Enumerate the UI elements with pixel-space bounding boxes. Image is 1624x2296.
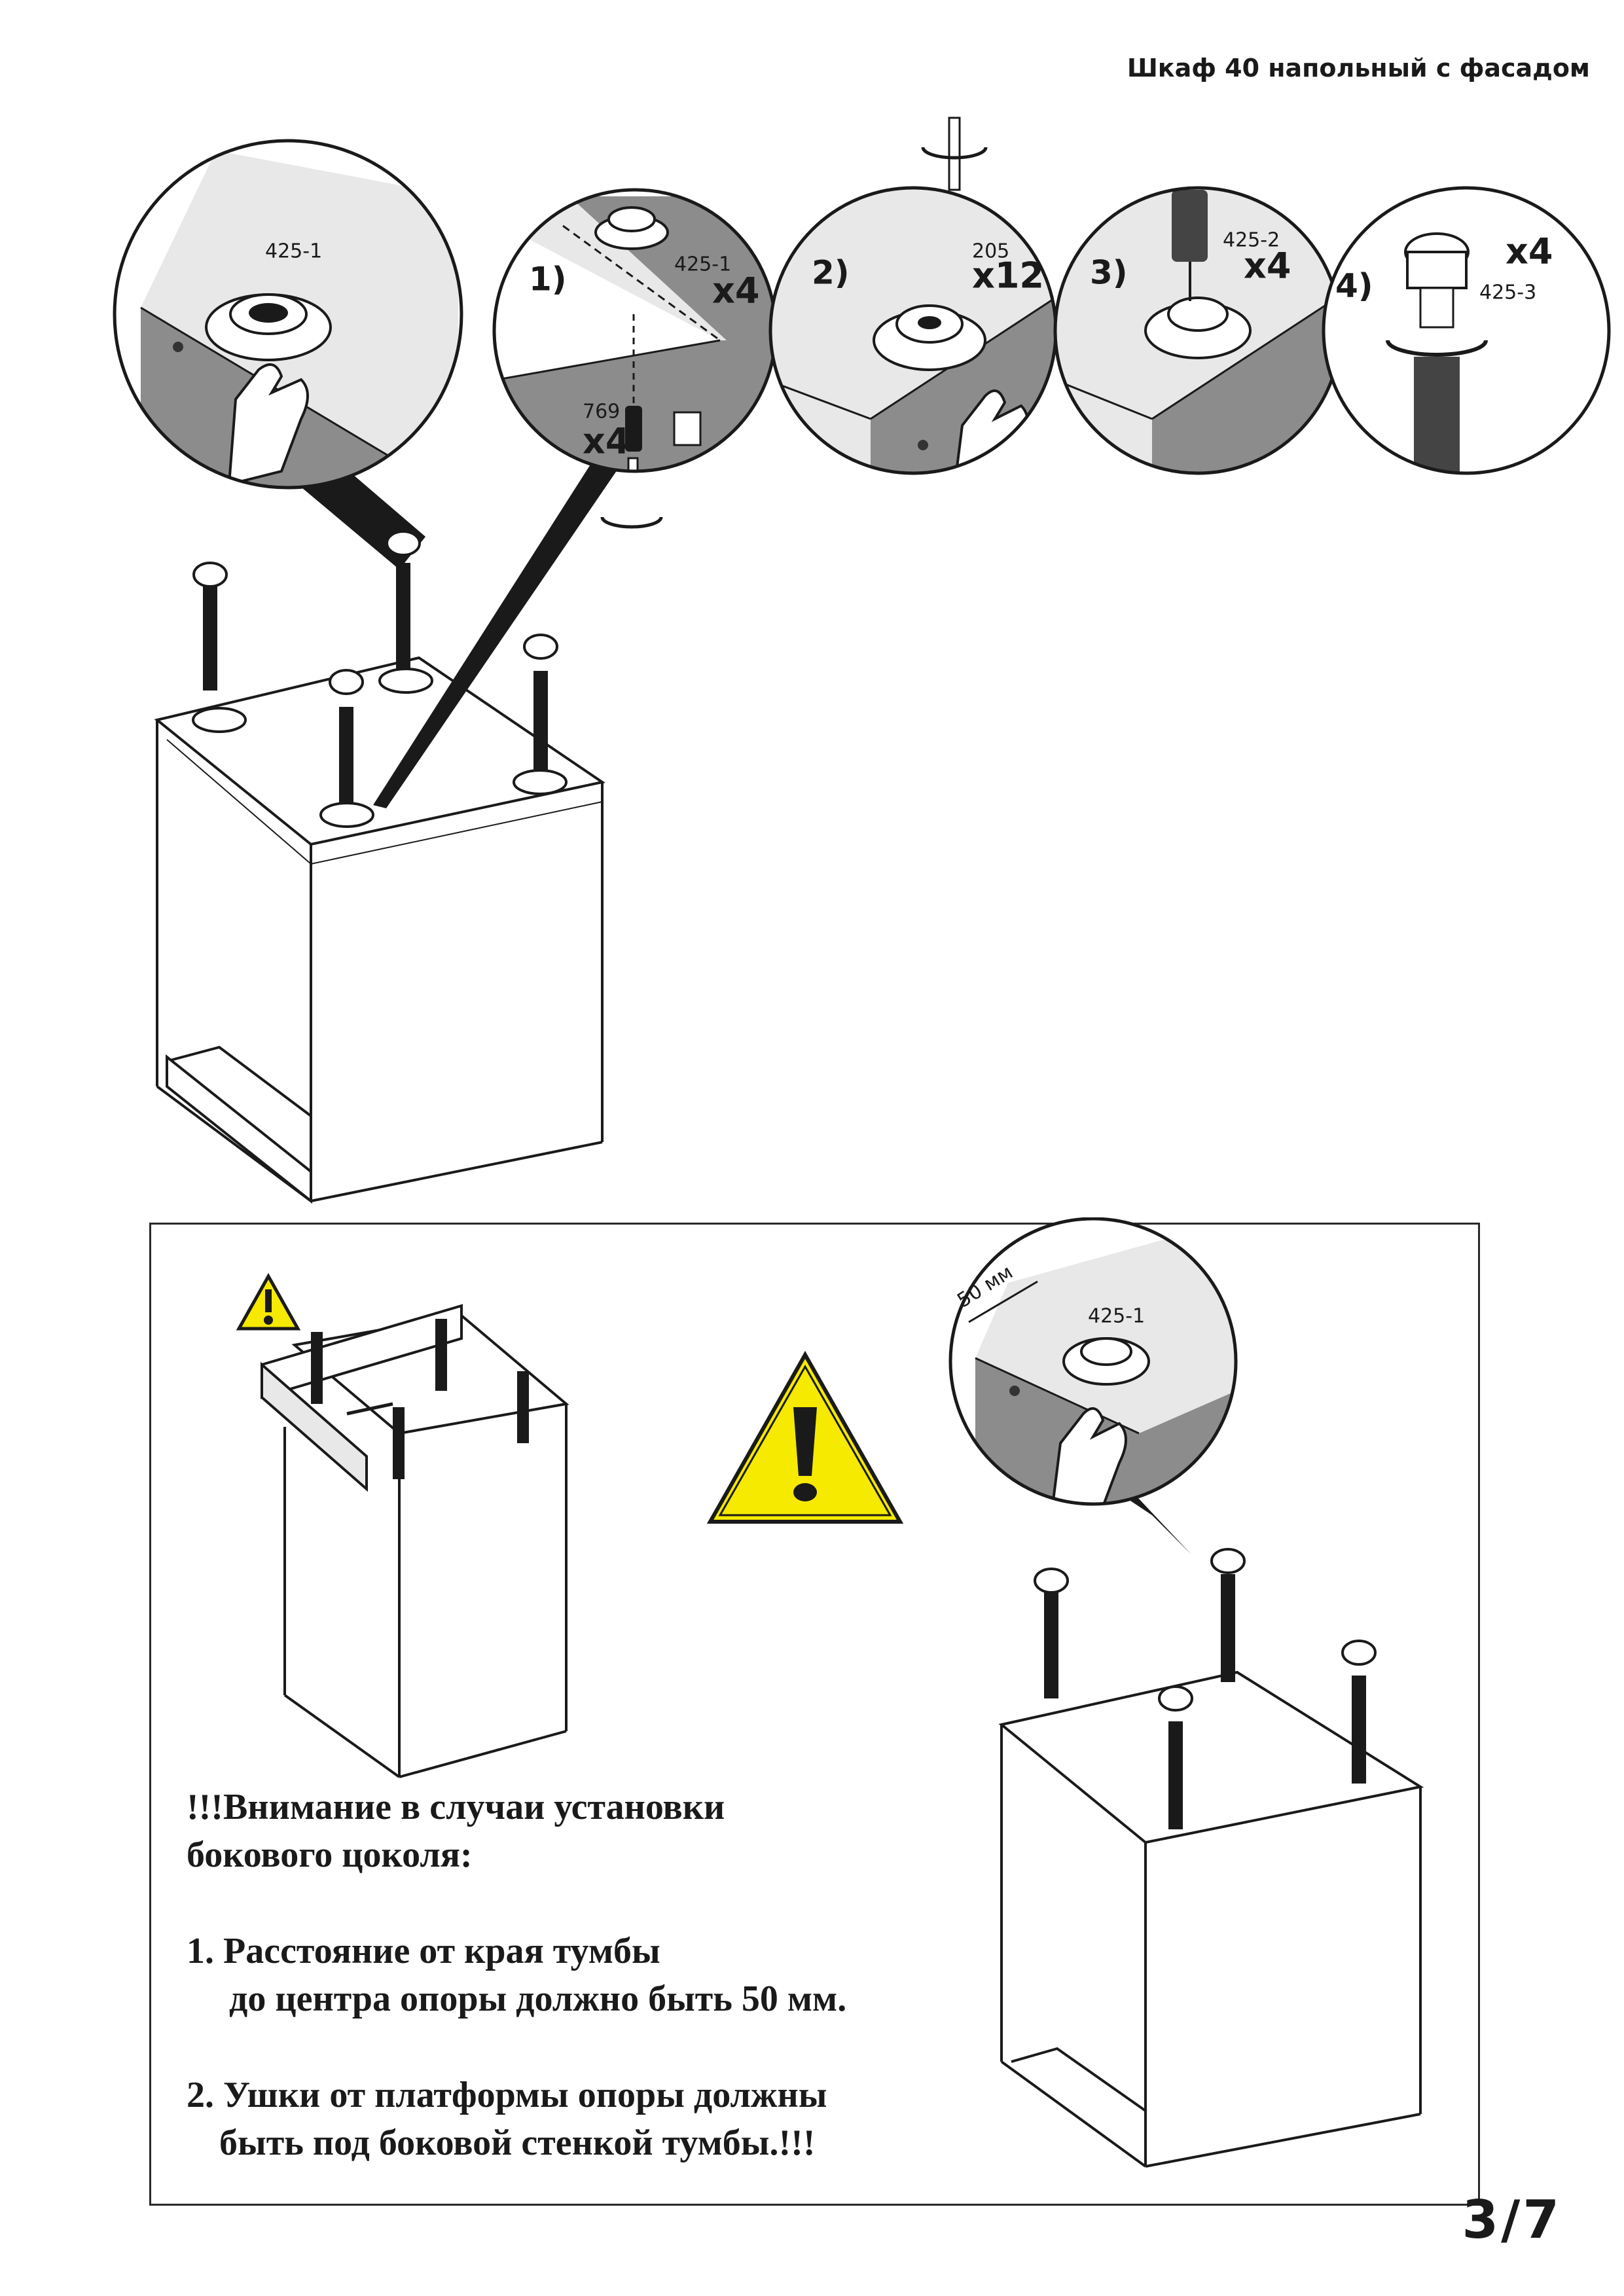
- step-1-circle: 1) 425-1 x4 769 x4: [492, 188, 778, 529]
- cabinet-drawing-bottom: [998, 1548, 1424, 2168]
- warning-item-line: до центра опоры должно быть 50 мм.: [229, 1978, 847, 2019]
- page-title: Шкаф 40 напольный с фасадом: [1127, 54, 1590, 82]
- warning-heading: !!!Внимание в случаи установки бокового …: [187, 1784, 1038, 1879]
- warning-triangle-small-icon: [236, 1272, 301, 1331]
- part-label: 769: [583, 401, 620, 423]
- warning-box: [149, 1223, 1480, 2206]
- part-label: 205: [972, 240, 1009, 263]
- part-label: 425-1: [1088, 1305, 1145, 1328]
- rotate-arrow-icon: [600, 516, 663, 529]
- rotate-arrow-icon: [1386, 340, 1488, 357]
- step-number: 4): [1335, 267, 1373, 305]
- callout-pointer: [373, 461, 619, 808]
- warning-item-line: быть под боковой стенкой тумбы.!!!: [219, 2122, 816, 2163]
- step-number: 2): [812, 254, 850, 292]
- part-label: 425-2: [1223, 229, 1280, 252]
- warning-item-line: 2. Ушки от платформы опоры должны: [187, 2075, 827, 2115]
- screwdriver-icon: [948, 117, 961, 191]
- detail-circle-50mm: 50 мм 425-1: [948, 1217, 1238, 1554]
- step-4-circle: 4) x4 425-3: [1322, 186, 1611, 475]
- part-label: 425-1: [265, 240, 322, 263]
- hand-icon: [227, 363, 309, 486]
- step-3-circle: 3) 425-2 x4: [1053, 186, 1343, 475]
- warning-item-1: 1. Расстояние от края тумбы до центра оп…: [187, 1928, 1038, 2023]
- page-number: 3/7: [1462, 2189, 1562, 2250]
- step-2-circle: 2) 205 x12: [768, 117, 1058, 475]
- assembly-illustration-top: 425-1 1) 425-1 x4 769 x4: [113, 117, 1611, 1204]
- quantity-label: x4: [1506, 231, 1553, 272]
- warning-heading-line: !!!Внимание в случаи установки: [187, 1787, 725, 1827]
- rotate-arrow-icon: [921, 147, 988, 160]
- warning-item-line: 1. Расстояние от края тумбы: [187, 1931, 660, 1971]
- part-label: 425-3: [1479, 281, 1536, 304]
- warning-item-2: 2. Ушки от платформы опоры должны быть п…: [187, 2072, 1038, 2167]
- warning-illustrations: 50 мм 425-1: [236, 1217, 1424, 2168]
- screwdriver-icon: [627, 457, 639, 471]
- warning-heading-line: бокового цоколя:: [187, 1834, 473, 1875]
- cabinet-with-side-plinth: [261, 1304, 569, 1778]
- step-number: 1): [529, 260, 567, 298]
- hand-icon: [1049, 1407, 1127, 1504]
- quantity-label: x4: [1244, 245, 1291, 287]
- detail-circle-support: 425-1: [113, 139, 463, 490]
- warning-triangle-large-icon: [706, 1350, 904, 1524]
- quantity-label: x4: [712, 270, 759, 312]
- quantity-label: x4: [583, 421, 630, 462]
- step-number: 3): [1090, 254, 1128, 292]
- cabinet-drawing-top: [154, 530, 606, 1204]
- part-label: 425-1: [674, 253, 731, 276]
- quantity-label: x12: [972, 255, 1044, 296]
